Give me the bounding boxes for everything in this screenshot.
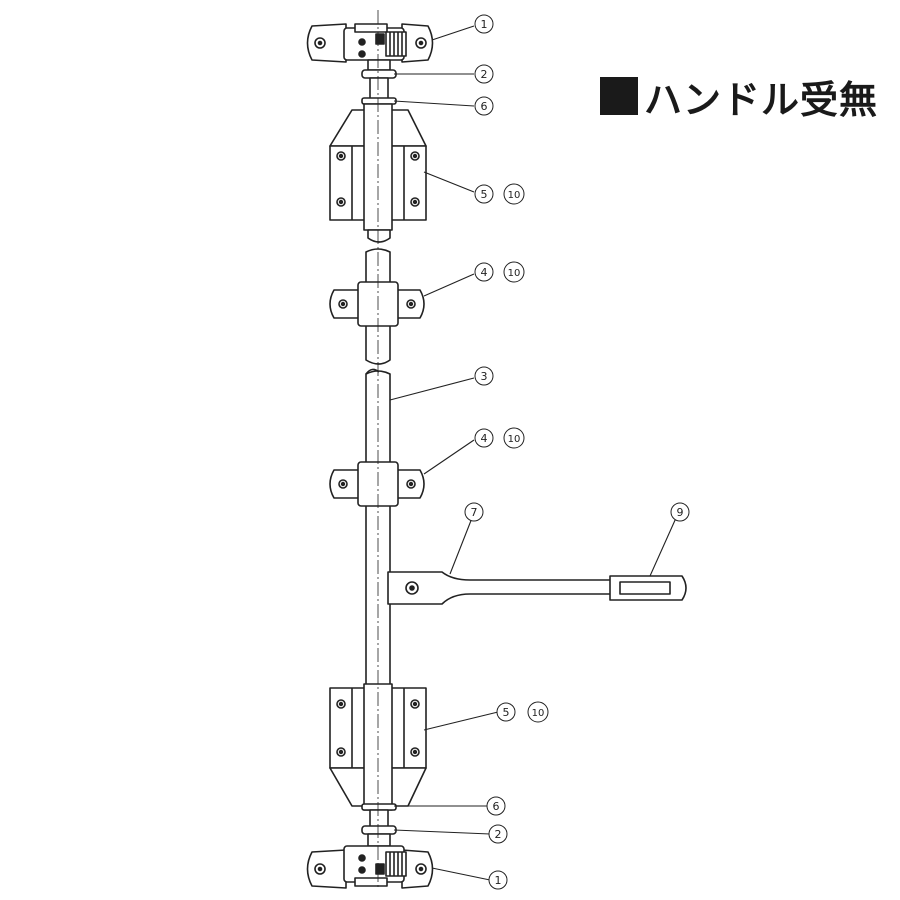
callout-4-lower: 4 xyxy=(474,428,494,448)
svg-text:5: 5 xyxy=(503,706,510,719)
svg-text:2: 2 xyxy=(481,68,488,81)
svg-text:10: 10 xyxy=(532,708,545,719)
rod-guide-upper xyxy=(329,281,425,327)
callout-4-upper: 4 xyxy=(474,262,494,282)
callout-1-bottom: 1 xyxy=(488,870,508,890)
svg-text:1: 1 xyxy=(495,874,502,887)
rod-guide-lower xyxy=(329,461,425,507)
callout-10-b: 10 xyxy=(503,261,525,283)
svg-text:1: 1 xyxy=(481,18,488,31)
svg-text:10: 10 xyxy=(508,268,521,279)
svg-text:10: 10 xyxy=(508,434,521,445)
washer-bottom xyxy=(361,825,397,835)
diagram-title: ハンドル受無 xyxy=(600,66,878,126)
title-text: ハンドル受無 xyxy=(644,77,879,122)
svg-text:7: 7 xyxy=(471,506,478,519)
callout-5-top: 5 xyxy=(474,184,494,204)
svg-text:6: 6 xyxy=(493,800,500,813)
svg-text:10: 10 xyxy=(508,190,521,201)
handle-lever xyxy=(387,571,687,605)
callout-2-top: 2 xyxy=(474,64,494,84)
collar-bottom xyxy=(361,803,397,811)
callout-10-d: 10 xyxy=(527,701,549,723)
svg-text:9: 9 xyxy=(677,506,684,519)
svg-text:6: 6 xyxy=(481,100,488,113)
callout-10-a: 10 xyxy=(503,183,525,205)
svg-text:5: 5 xyxy=(481,188,488,201)
callout-1-top: 1 xyxy=(474,14,494,34)
cam-keeper-bottom xyxy=(306,845,434,889)
callout-6-bottom: 6 xyxy=(486,796,506,816)
callout-2-bottom: 2 xyxy=(488,824,508,844)
main-rod xyxy=(365,370,391,691)
svg-text:3: 3 xyxy=(481,370,488,383)
collar-top xyxy=(361,97,397,105)
callout-9: 9 xyxy=(670,502,690,522)
black-square-icon xyxy=(600,77,638,115)
cam-keeper-top xyxy=(306,23,434,63)
callout-3: 3 xyxy=(474,366,494,386)
callout-5-bottom: 5 xyxy=(496,702,516,722)
callout-7: 7 xyxy=(464,502,484,522)
svg-text:2: 2 xyxy=(495,828,502,841)
callout-10-c: 10 xyxy=(503,427,525,449)
rod-end-top xyxy=(367,59,391,71)
svg-text:4: 4 xyxy=(481,266,488,279)
callout-6-top: 6 xyxy=(474,96,494,116)
leader-lines xyxy=(389,25,677,881)
svg-text:4: 4 xyxy=(481,432,488,445)
washer-top xyxy=(361,69,397,79)
